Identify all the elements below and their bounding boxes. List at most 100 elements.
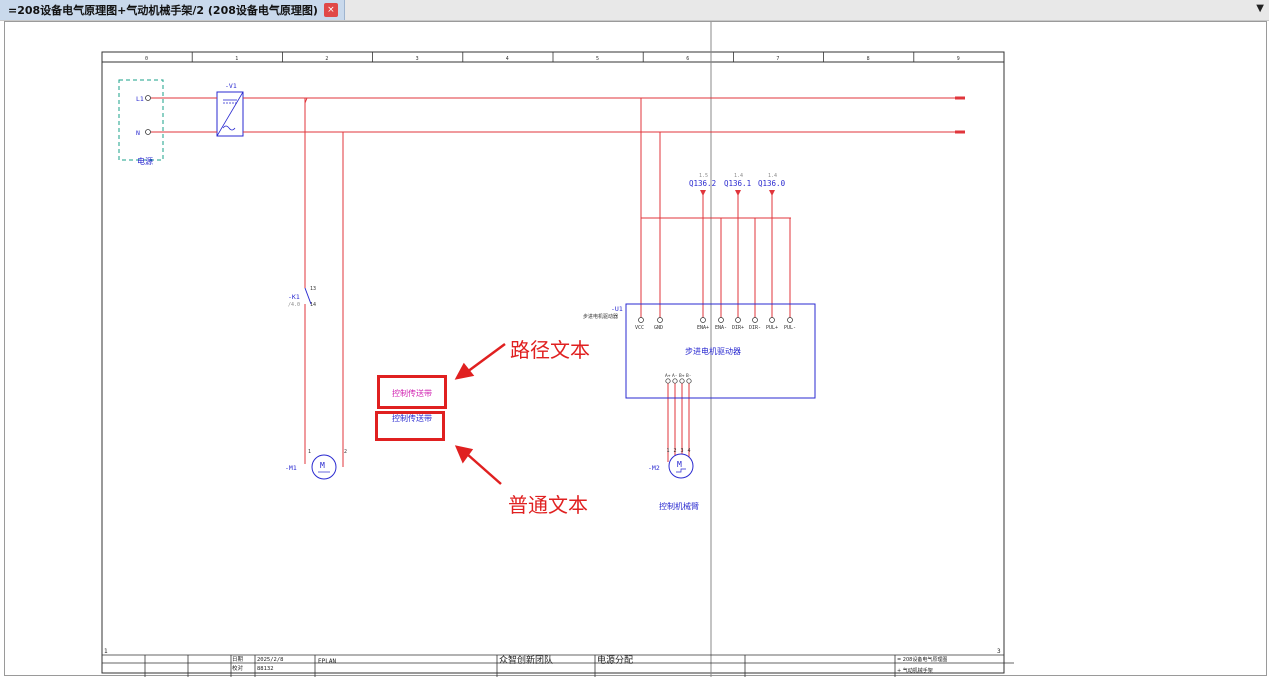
driver-pin-label: ENA- [715,325,727,331]
motor-m1-symbol[interactable] [311,454,337,480]
driver-bottom-pin-terminal[interactable] [686,378,692,384]
annotation-path-text: 路径文本 [510,338,590,362]
motor-m2-symbol[interactable] [668,453,694,479]
driver-pin-label: ENA+ [697,325,709,331]
driver-subtitle: 步进电机驱动器 [583,313,618,320]
terminal-n[interactable] [145,129,151,135]
driver-bottom-pin-label: A- [672,373,677,379]
driver-bottom-pin-terminal[interactable] [679,378,685,384]
relay-k1-pin-14: 14 [310,302,316,308]
relay-k1-pin-13: 13 [310,286,316,292]
ruler-column-label: 1 [235,56,238,62]
ruler-column-label: 9 [957,56,960,62]
ruler-column-label: 0 [145,56,148,62]
page-number-right: 3 [997,648,1001,655]
plc-output-label[interactable]: Q136.2 [689,179,716,188]
driver-pin-terminal[interactable] [752,317,758,323]
path-text-sample[interactable]: 控制传送带 [392,388,432,398]
psu-tag: -V1 [225,82,237,90]
power-label: 电源 [137,156,153,166]
driver-pin-label: DIR+ [732,325,744,331]
terminal-l1[interactable] [145,95,151,101]
motor-m1-letter: M [320,461,325,470]
relay-k1-contact[interactable] [304,287,312,305]
terminal-l1-label: L1 [136,95,144,103]
terminal-n-label: N [136,129,140,137]
tb-location: + 气动机械手架 [897,667,933,674]
document-tab[interactable]: =208设备电气原理图+气动机械手架/2 (208设备电气原理图) × [0,0,345,20]
driver-pin-terminal[interactable] [657,317,663,323]
tb-date-label: 日期 [232,656,244,663]
tb-software: EPLAN [318,658,336,665]
tb-drawing: 电源分配 [597,654,633,666]
plc-output-arrow-icon [769,190,775,196]
path-text-highlight [377,375,447,409]
tb-company: 众智创新团队 [499,654,553,666]
document-tab-bar: =208设备电气原理图+气动机械手架/2 (208设备电气原理图) × ▼ [0,0,1269,21]
driver-pin-terminal[interactable] [700,317,706,323]
plc-output-label[interactable]: Q136.1 [724,179,751,188]
power-wires [151,97,955,467]
stepper-driver-box[interactable] [625,303,816,399]
motor-m2-label: 控制机械臂 [659,501,699,511]
normal-text-sample[interactable]: 控制传送带 [392,413,432,423]
motor-m2-tag: -M2 [648,464,660,472]
power-source-box[interactable] [118,79,164,161]
annotation-arrows [454,342,506,485]
tab-dropdown-icon[interactable]: ▼ [1256,3,1264,14]
relay-k1-ref: /4.0 [288,302,300,308]
driver-bottom-pin-label: A+ [665,373,671,379]
driver-bottom-pin-terminal[interactable] [665,378,671,384]
plc-output-label[interactable]: Q136.0 [758,179,786,188]
motor-m2-pin-label: 2 [674,448,677,454]
driver-pin-label: GND [654,325,663,331]
driver-pin-terminal[interactable] [638,317,644,323]
tb-project: = 208设备电气原理图 [897,656,947,663]
motor-m2-pin-label: 1 [667,448,670,454]
driver-tag: -U1 [611,305,623,313]
motor-m1-pin-1: 1 [308,449,311,455]
ruler-column-label: 5 [596,56,599,62]
driver-pin-terminal[interactable] [769,317,775,323]
driver-name: 步进电机驱动器 [685,346,741,356]
driver-bottom-pin-group: A+A-B+B- [665,373,692,384]
page-number-left: 1 [104,648,108,655]
tb-check-value: 88132 [257,666,274,672]
driver-pin-group: VCC GND ENA+ ENA- DIR+ DIR- PUL+ PUL- [635,317,796,331]
motor-m2-pin-label: 3 [681,448,684,454]
ruler-column-label: 2 [325,56,328,62]
annotation-normal-text: 普通文本 [508,493,588,517]
ruler-column-label: 4 [506,56,509,62]
driver-bottom-pin-label: B+ [679,373,685,379]
ruler-column-label: 3 [416,56,419,62]
driver-pin-label: VCC [635,325,644,331]
normal-text-highlight [375,411,445,441]
plc-output-arrow-icon [735,190,741,196]
relay-k1-tag: -K1 [288,293,300,301]
driver-bottom-pin-terminal[interactable] [672,378,678,384]
plc-output-ref: 1.4 [768,173,777,179]
ruler-column-label: 8 [867,56,870,62]
motor-m2-pin-label: 4 [688,448,691,454]
motor-m2-letter: M [677,460,682,469]
tab-close-icon[interactable]: × [323,3,338,17]
driver-pin-label: PUL+ [766,325,778,331]
ruler-column-label: 6 [686,56,689,62]
column-ruler: 0 1 2 3 4 5 6 7 8 9 [145,52,960,62]
ruler-column-label: 7 [776,56,779,62]
motor-m1-tag: -M1 [285,464,297,472]
title-block [102,654,1014,677]
tab-title: =208设备电气原理图+气动机械手架/2 (208设备电气原理图) [8,4,318,17]
driver-pin-label: PUL- [784,325,796,331]
driver-pin-terminal[interactable] [718,317,724,323]
driver-pin-label: DIR- [749,325,761,331]
plc-output-ref: 1.5 [699,173,708,179]
driver-pin-terminal[interactable] [735,317,741,323]
motor-m1-pin-2: 2 [344,449,347,455]
plc-output-arrow-icon [700,190,706,196]
driver-pin-terminal[interactable] [787,317,793,323]
